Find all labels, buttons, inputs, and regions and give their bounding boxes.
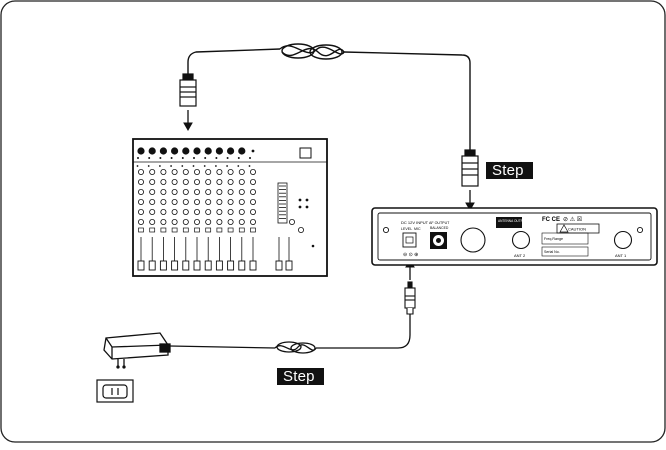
dc-input-label: DC 12V INPUT	[401, 220, 429, 225]
dc-plug	[405, 282, 415, 314]
dc-input-jack	[403, 233, 416, 247]
fcc-ce-mark: FC CE	[542, 217, 560, 223]
center-connector	[461, 228, 485, 252]
power-adapter	[104, 333, 170, 368]
mic-label: MIC	[414, 227, 421, 231]
step-label-receiver: Step	[486, 162, 533, 179]
polarity-symbol-icon: ⊖ ⊙ ⊕	[403, 252, 418, 258]
mixer-console	[133, 139, 327, 276]
xlr-cable-top	[188, 44, 470, 150]
freq-range-label: Freq.Range	[544, 237, 563, 241]
ant2-label: ANT 2	[514, 253, 526, 258]
balanced-label: BALANCED	[430, 226, 449, 230]
caution-label: CAUTION	[568, 227, 586, 232]
xlr-connector-left	[180, 74, 196, 106]
level-label: LEVEL	[401, 227, 412, 231]
wall-outlet	[97, 380, 133, 402]
symbol-icons: ⊘ ⚠ ☒	[563, 216, 582, 223]
serial-label: Serial No.	[544, 250, 560, 254]
power-cable	[170, 314, 410, 353]
step-label-power: Step	[277, 368, 324, 385]
ant1-label: ANT 1	[615, 253, 627, 258]
antenna-outputs-label: ANTENNA OUTPUTS	[498, 219, 529, 223]
receiver-rear-panel: DC 12V INPUT LEVEL MIC ⊖ ⊙ ⊕ AF OUTPUT B…	[372, 208, 657, 265]
ant2-connector	[513, 232, 530, 249]
arrow-to-mixer	[184, 110, 192, 130]
af-output-label: AF OUTPUT	[429, 221, 450, 225]
xlr-connector-right	[462, 150, 478, 186]
ant1-connector	[615, 232, 632, 249]
arrow-to-receiver	[466, 190, 474, 210]
